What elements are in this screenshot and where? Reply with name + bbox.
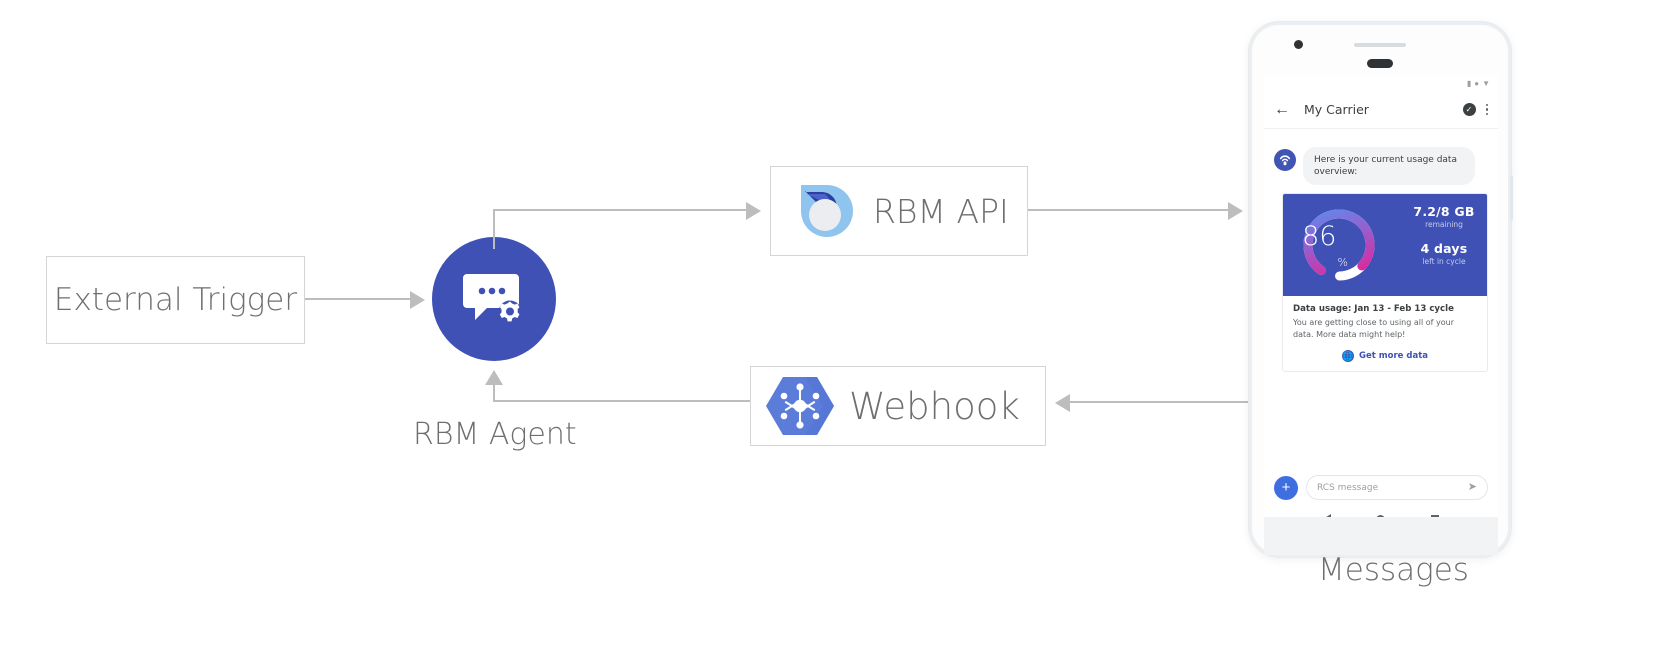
signal-icon: ▮ (1466, 79, 1472, 88)
message-row: Here is your current usage data overview… (1264, 147, 1498, 186)
gauge-percent-value: 86 (1302, 220, 1337, 252)
message-composer: + RCS message ➤ (1264, 469, 1498, 506)
back-arrow-icon[interactable]: ← (1274, 100, 1290, 118)
battery-icon: ▼ (1482, 79, 1490, 88)
stat-days-label: left in cycle (1422, 257, 1466, 267)
card-hero: 86 % 7.2/8 GB remaining 4 days left in c… (1283, 194, 1487, 297)
send-icon[interactable]: ➤ (1467, 481, 1477, 493)
conversation-title: My Carrier (1304, 102, 1369, 117)
gauge-percent-symbol: % (1337, 256, 1348, 270)
card-action-label: Get more data (1359, 351, 1428, 362)
phone-bottom-bezel (1264, 517, 1498, 555)
external-trigger-node[interactable]: External Trigger (46, 256, 305, 344)
incoming-message-bubble: Here is your current usage data overview… (1303, 147, 1475, 186)
card-description: You are getting close to using all of yo… (1293, 318, 1455, 339)
card-body: Data usage: Jan 13 - Feb 13 cycle You ar… (1283, 296, 1487, 344)
data-usage-gauge (1297, 203, 1381, 287)
phone-screen: ▮ ● ▼ ← My Carrier ✓ (1264, 77, 1498, 517)
app-toolbar: ← My Carrier ✓ (1264, 91, 1498, 129)
messages-caption: Messages (1318, 552, 1469, 588)
phone-earpiece (1367, 59, 1393, 68)
phone-speaker (1354, 43, 1406, 47)
rbm-agent-node[interactable] (432, 237, 556, 361)
webhook-label: Webhook (849, 384, 1020, 428)
stat-data-value: 7.2/8 GB (1413, 204, 1475, 220)
card-suggested-action[interactable]: 🌐 Get more data (1283, 344, 1487, 371)
card-title: Data usage: Jan 13 - Feb 13 cycle (1293, 304, 1454, 315)
external-trigger-label: External Trigger (53, 282, 298, 318)
phone-side-button[interactable] (1510, 175, 1513, 221)
globe-icon: 🌐 (1342, 350, 1354, 363)
front-camera-icon (1294, 40, 1303, 49)
stat-block-data: 7.2/8 GB remaining (1391, 204, 1487, 230)
rbm-api-label: RBM API (873, 191, 1009, 231)
webhook-node[interactable]: Webhook (750, 366, 1046, 446)
rbm-api-droplet-icon (797, 185, 853, 237)
status-bar: ▮ ● ▼ (1264, 77, 1498, 91)
stat-days-value: 4 days (1420, 241, 1468, 257)
carrier-signal-avatar-icon (1274, 149, 1296, 171)
nav-back-icon[interactable] (1322, 514, 1331, 517)
gauge-percent-readout: 86 % (1283, 194, 1367, 278)
card-stats: 7.2/8 GB remaining 4 days left in cycle (1391, 204, 1487, 267)
plus-icon[interactable]: + (1274, 475, 1298, 500)
wifi-icon: ● (1474, 79, 1480, 88)
rich-card[interactable]: 86 % 7.2/8 GB remaining 4 days left in c… (1282, 193, 1488, 373)
rbm-api-node[interactable]: RBM API (770, 166, 1028, 256)
phone-device: ▮ ● ▼ ← My Carrier ✓ (1249, 22, 1513, 557)
stat-data-label: remaining (1425, 220, 1463, 230)
rcs-message-placeholder: RCS message (1317, 482, 1379, 493)
stat-block-days: 4 days left in cycle (1391, 241, 1487, 267)
rcs-message-input[interactable]: RCS message ➤ (1306, 475, 1488, 500)
verified-shield-icon: ✓ (1462, 103, 1476, 116)
signal-tower-glyph (1279, 155, 1291, 166)
overflow-menu-icon[interactable] (1485, 103, 1488, 116)
conversation-thread: Here is your current usage data overview… (1264, 129, 1498, 469)
rbm-agent-caption: RBM Agent (413, 417, 577, 452)
android-nav-bar (1264, 506, 1498, 517)
chat-gear-icon (463, 274, 522, 324)
webhook-hexagon-icon (766, 377, 834, 435)
nav-recents-icon[interactable] (1431, 515, 1440, 517)
